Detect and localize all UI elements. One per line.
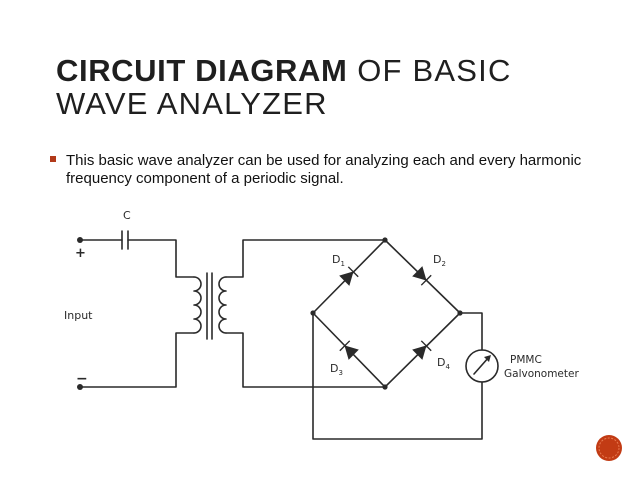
bullet-text: This basic wave analyzer can be used for… [66, 152, 582, 187]
primary-top-wire [127, 239, 195, 278]
title-regular-text: OF BASIC [347, 53, 512, 88]
galvanometer-symbol [465, 349, 499, 383]
title-line-1: CIRCUIT DIAGRAM OF BASIC [56, 54, 616, 87]
circuit-diagram: C + − Input D1 D2 D3 D4 PMMC Galvonomete… [64, 209, 579, 440]
diode-d2-label: D2 [433, 253, 446, 268]
diode-d3-symbol [339, 340, 359, 360]
junction-bottom [382, 384, 388, 390]
primary-bottom-wire [79, 332, 195, 388]
secondary-bottom-wire [225, 332, 386, 388]
diode-d1-symbol [339, 266, 359, 286]
diode-d4-label: D4 [437, 356, 450, 371]
junction-left [310, 310, 316, 316]
title-bold-text: CIRCUIT DIAGRAM [56, 53, 348, 88]
meter-label-line-2: Galvonometer [504, 368, 579, 380]
minus-sign: − [76, 371, 88, 387]
meter-label-line-1: PMMC [510, 354, 542, 366]
galvanometer-needle [473, 356, 490, 375]
diode-d1-label: D1 [332, 253, 345, 268]
primary-coil [193, 276, 202, 334]
diode-d3-label: D3 [330, 362, 343, 377]
diode-d4-symbol [412, 340, 432, 360]
red-circle-page-icon [596, 435, 622, 461]
secondary-coil [218, 276, 227, 334]
meter-top-wire [459, 312, 483, 351]
square-bullet-icon [50, 156, 56, 162]
galvanometer-arrowhead [484, 355, 491, 362]
title-line-2: WAVE ANALYZER [56, 86, 328, 121]
slide-title: CIRCUIT DIAGRAM OF BASIC WAVE ANALYZER [56, 54, 616, 120]
secondary-top-wire [225, 239, 386, 278]
input-label: Input [64, 309, 93, 322]
diode-d2-symbol [412, 266, 432, 286]
plus-sign: + [75, 246, 86, 261]
meter-return-wire [312, 312, 483, 440]
input-terminal-minus [77, 384, 83, 390]
junction-top [382, 237, 388, 243]
junction-right [457, 310, 463, 316]
capacitor-label: C [123, 209, 131, 222]
input-terminal-plus [77, 237, 83, 243]
